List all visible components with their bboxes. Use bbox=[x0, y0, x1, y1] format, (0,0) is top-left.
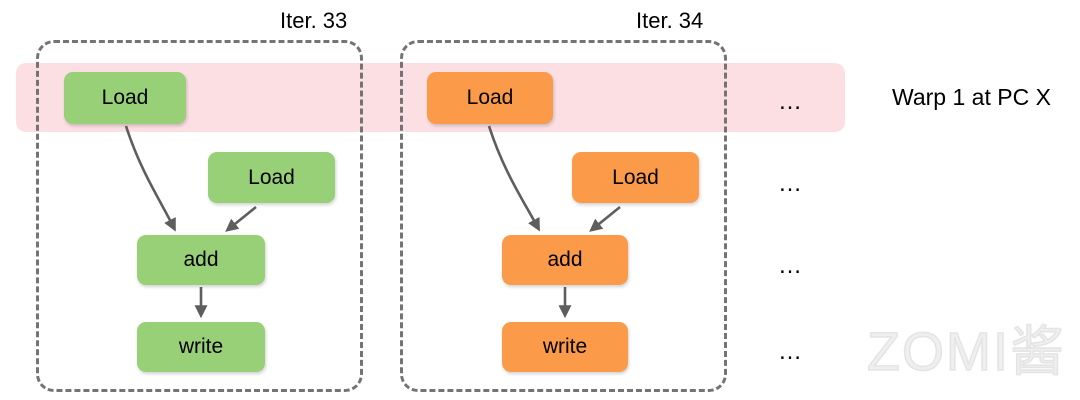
iter-34-node-load-b[interactable]: Load bbox=[572, 152, 699, 203]
iter-33-node-add[interactable]: add bbox=[137, 235, 265, 285]
iter-34-group-box bbox=[400, 40, 727, 392]
zomi-watermark: ZOMI酱 bbox=[866, 321, 1066, 383]
iter-33-node-load-a[interactable]: Load bbox=[64, 72, 186, 124]
ellipsis-row-4: … bbox=[778, 338, 805, 365]
iter-33-label: Iter. 33 bbox=[280, 8, 348, 33]
warp-pc-annotation: Warp 1 at PC X bbox=[892, 84, 1051, 110]
iter-34-node-write[interactable]: write bbox=[502, 322, 628, 372]
iter-33-node-write[interactable]: write bbox=[137, 322, 265, 372]
iter-33-group-box bbox=[36, 40, 363, 392]
iter-34-node-load-a[interactable]: Load bbox=[427, 72, 553, 124]
ellipsis-row-1: … bbox=[778, 88, 805, 115]
ellipsis-row-2: … bbox=[778, 170, 805, 197]
iter-34-label: Iter. 34 bbox=[636, 8, 704, 33]
iter-33-node-load-b[interactable]: Load bbox=[208, 152, 335, 203]
ellipsis-row-3: … bbox=[778, 252, 805, 279]
iter-34-node-add[interactable]: add bbox=[502, 235, 628, 285]
